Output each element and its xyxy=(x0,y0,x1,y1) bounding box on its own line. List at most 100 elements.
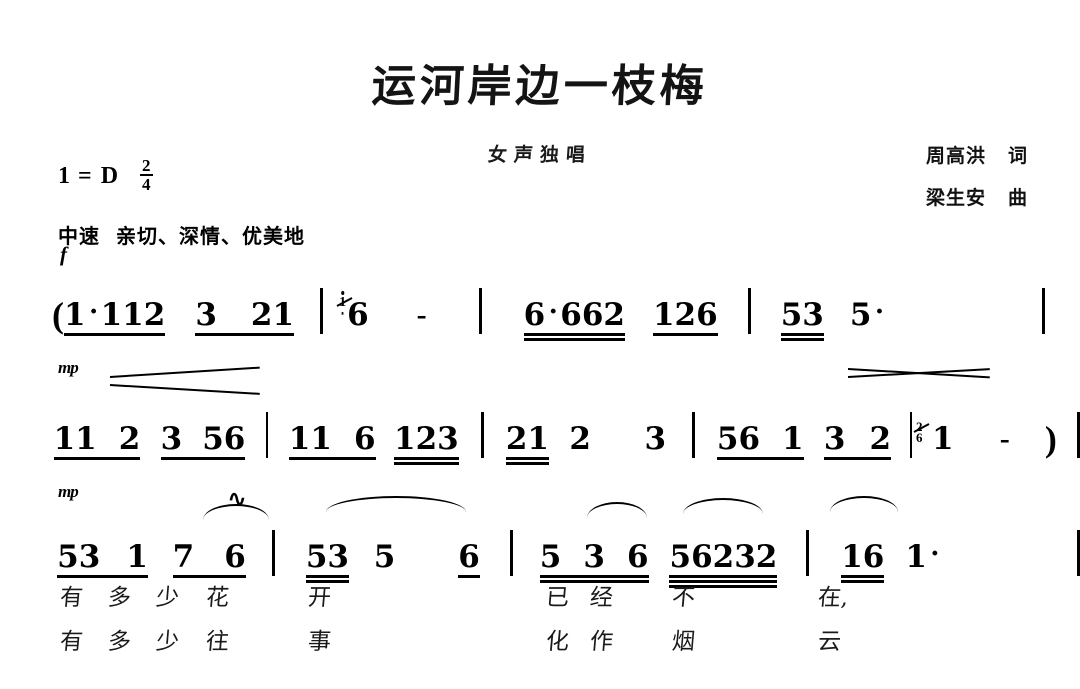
subtitle-voice-type: 女声独唱 xyxy=(487,145,593,166)
note-56: 3 xyxy=(734,539,756,575)
beam-group: 5 3 6 xyxy=(539,539,649,583)
note-24: 6 xyxy=(223,421,246,457)
note-5: 3 xyxy=(195,297,217,333)
beam-group: 1 1 6 xyxy=(288,421,376,460)
slur-2 xyxy=(326,496,466,512)
note-52: 6 xyxy=(626,539,649,575)
note-9: 6 xyxy=(523,297,546,333)
barline xyxy=(510,530,514,576)
note-36: 6 xyxy=(738,421,761,457)
lyric-syllable: 多 xyxy=(106,629,133,655)
beam-group: 6 xyxy=(458,539,480,578)
lyric-syllable: 不 xyxy=(670,585,697,611)
barline xyxy=(320,288,324,334)
note-row-2: 1 1 2 3 5 6 1 1 6 1 2 3 xyxy=(0,398,1080,465)
note-50: 5 xyxy=(539,539,562,575)
key-letter: D xyxy=(100,162,119,189)
note-54: 6 xyxy=(691,539,713,575)
lyric-syllable: 开 xyxy=(306,585,333,611)
note-55: 2 xyxy=(712,539,735,575)
note-49: 6 xyxy=(458,539,480,575)
dynamic-forte: f xyxy=(60,242,67,266)
lyric-syllable: 往 xyxy=(204,629,231,655)
note-34: 3 xyxy=(644,421,667,457)
barline xyxy=(1077,412,1080,458)
beam-group: 5 6 2 3 2 xyxy=(669,539,778,588)
time-signature: 2 4 xyxy=(140,157,153,194)
key-tonic-number: 1 xyxy=(58,162,70,189)
note-21: 2 xyxy=(118,421,141,457)
note-32: 1 xyxy=(527,421,549,457)
note-38: 3 xyxy=(823,421,846,457)
note-7: 1 xyxy=(272,297,295,333)
note-25: 1 xyxy=(288,421,311,457)
barline xyxy=(909,412,913,458)
lyric-syllable: 多 xyxy=(106,585,133,611)
note-6: 2 xyxy=(250,297,273,333)
beam-group: 5 3 xyxy=(780,297,825,341)
note-row-1: ( 1 · 1 1 2 3 2 1 1 ᵜ xyxy=(0,274,1080,341)
note-53: 5 xyxy=(669,539,692,575)
note-2: 1 xyxy=(100,297,123,333)
note-58: 1 xyxy=(841,539,863,575)
note-13: 1 xyxy=(652,297,675,333)
composer-name: 梁生安 xyxy=(925,188,986,209)
beam-group: 1 2 6 xyxy=(652,297,718,336)
grace-note-group: 2 6 xyxy=(913,420,931,444)
note-18: 5 xyxy=(849,297,872,333)
note-37: 1 xyxy=(782,421,804,457)
lyric-syllable: 有 xyxy=(58,585,85,611)
note-10: 6 xyxy=(560,297,582,333)
time-signature-numerator: 2 xyxy=(140,156,153,177)
note-15: 6 xyxy=(696,297,718,333)
augmentation-dot: · xyxy=(548,295,559,328)
barline xyxy=(480,412,484,458)
note-47: 3 xyxy=(327,539,349,575)
note-14: 2 xyxy=(674,297,697,333)
augmentation-dot: · xyxy=(874,295,885,328)
barline xyxy=(747,288,751,334)
lyric-syllable: 事 xyxy=(306,629,333,655)
composer-role: 曲 xyxy=(1007,188,1028,209)
beam-group: 1 2 3 xyxy=(394,421,459,465)
lyrics-line-1: 有 多 少 花 开 已 经 不 在, xyxy=(0,578,1080,618)
slur-3 xyxy=(587,502,647,518)
key-equals-sign: = xyxy=(78,162,93,189)
barline xyxy=(478,288,482,334)
credits-block: 周高洪词 梁生安曲 xyxy=(926,136,1028,220)
tempo-expression-line: 中速亲切、深情、优美地 xyxy=(58,220,305,249)
note-59: 6 xyxy=(862,539,885,575)
slur-5 xyxy=(830,496,898,512)
note-29: 2 xyxy=(415,421,438,457)
note-26: 1 xyxy=(310,421,332,457)
dynamic-mezzo-piano: mp xyxy=(58,482,79,501)
beam-group: 3 5 6 xyxy=(160,421,246,460)
note-20: 1 xyxy=(75,421,97,457)
note-33: 2 xyxy=(569,421,591,457)
beam-group: 1 6 xyxy=(841,539,885,583)
beam-group: 3 2 1 xyxy=(195,297,295,336)
grace-octave-dot xyxy=(340,291,345,295)
note-39: 2 xyxy=(869,421,892,457)
note-48: 5 xyxy=(373,539,396,575)
mordent-icon: ∿ xyxy=(227,486,246,511)
note-46: 5 xyxy=(305,539,328,575)
lyric-syllable: 化 xyxy=(544,629,571,655)
beam-group: 1 · 1 1 2 xyxy=(64,297,166,336)
time-signature-denominator: 4 xyxy=(142,175,151,195)
note-43: 1 xyxy=(126,539,148,575)
note-1: 1 xyxy=(64,297,86,333)
diminuendo-hairpin xyxy=(847,366,990,386)
note-4: 2 xyxy=(143,297,166,333)
key-signature-block: 1 = D 2 4 xyxy=(58,157,153,195)
beam-group: 1 1 2 xyxy=(53,421,141,460)
beam-group: 5 3 xyxy=(305,539,350,583)
note-19: 1 xyxy=(53,421,76,457)
note-28: 1 xyxy=(394,421,416,457)
barline xyxy=(265,412,269,458)
beam-group: 2 1 xyxy=(505,421,550,465)
note-16: 5 xyxy=(780,297,803,333)
augmentation-dot: · xyxy=(929,537,940,570)
lyric-syllable: 少 xyxy=(154,585,181,611)
lyric-syllable: 少 xyxy=(154,629,181,655)
